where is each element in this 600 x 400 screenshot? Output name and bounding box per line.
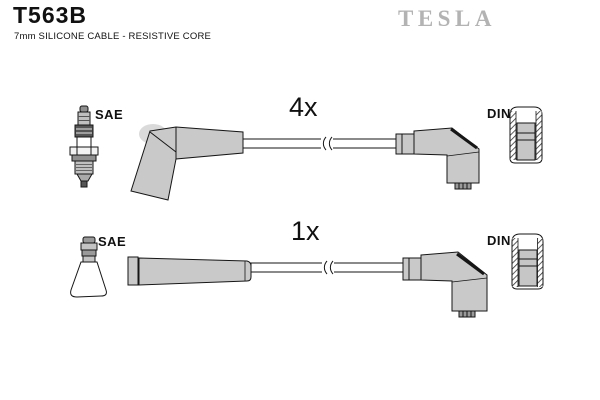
quantity-label-top: 4x	[289, 92, 318, 122]
din-label-top: DIN	[487, 106, 511, 121]
product-subtitle: 7mm SILICONE CABLE - RESISTIVE CORE	[14, 31, 212, 42]
sae-cone-boot-icon	[70, 236, 107, 298]
din-terminal-icon-top	[509, 106, 543, 164]
top-cable-illustration	[130, 124, 480, 201]
brand-logo: TESLA	[398, 6, 496, 31]
din-label-bottom: DIN	[487, 233, 511, 248]
sae-label-top: SAE	[95, 107, 124, 122]
din-terminal-icon-bottom	[511, 233, 544, 290]
spark-plug-icon	[69, 105, 99, 188]
part-number: T563B	[13, 2, 88, 28]
quantity-label-bottom: 1x	[291, 216, 320, 246]
sae-label-bottom: SAE	[98, 234, 127, 249]
bottom-cable-illustration	[127, 251, 488, 318]
